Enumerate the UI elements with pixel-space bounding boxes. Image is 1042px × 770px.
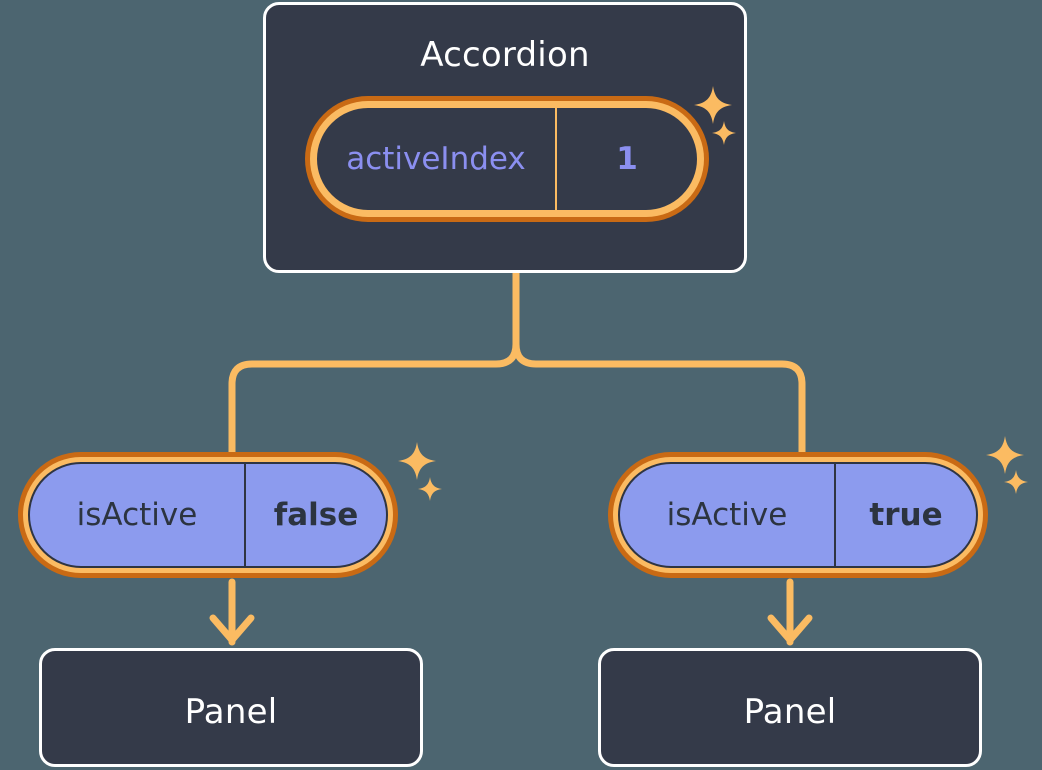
state-pill-active-index[interactable]: activeIndex 1 xyxy=(305,96,709,222)
panel-title: Panel xyxy=(184,692,278,732)
sparkle-icon-small xyxy=(712,121,736,145)
connector-left-branch xyxy=(228,340,520,456)
state-key-label: activeIndex xyxy=(317,108,557,210)
arrow-right-head-icon xyxy=(767,614,813,644)
sparkle-icon-small xyxy=(1004,470,1028,494)
pill-inner-ring: isActive false xyxy=(23,457,393,573)
pill-body: activeIndex 1 xyxy=(315,106,699,212)
sparkle-icon-large xyxy=(398,442,436,480)
state-pill-is-active-left[interactable]: isActive false xyxy=(18,452,398,578)
panel-component-card-left[interactable]: Panel xyxy=(39,648,423,767)
arrow-left-head-icon xyxy=(209,614,255,644)
accordion-title: Accordion xyxy=(420,35,590,75)
sparkle-icon-large xyxy=(694,86,732,124)
state-key-label: isActive xyxy=(620,464,836,566)
state-value-label: 1 xyxy=(616,141,638,177)
state-key-label: isActive xyxy=(30,464,246,566)
panel-component-card-right[interactable]: Panel xyxy=(598,648,982,767)
state-value-label: true xyxy=(869,497,943,533)
panel-title: Panel xyxy=(743,692,837,732)
sparkle-icon-small xyxy=(418,477,442,501)
pill-inner-ring: isActive true xyxy=(613,457,983,573)
pill-body: isActive false xyxy=(28,462,388,568)
pill-inner-ring: activeIndex 1 xyxy=(310,101,704,217)
pill-body: isActive true xyxy=(618,462,978,568)
state-pill-is-active-right[interactable]: isActive true xyxy=(608,452,988,578)
connector-trunk xyxy=(512,269,806,456)
sparkle-icon-large xyxy=(986,436,1024,474)
state-value-label: false xyxy=(273,497,359,533)
